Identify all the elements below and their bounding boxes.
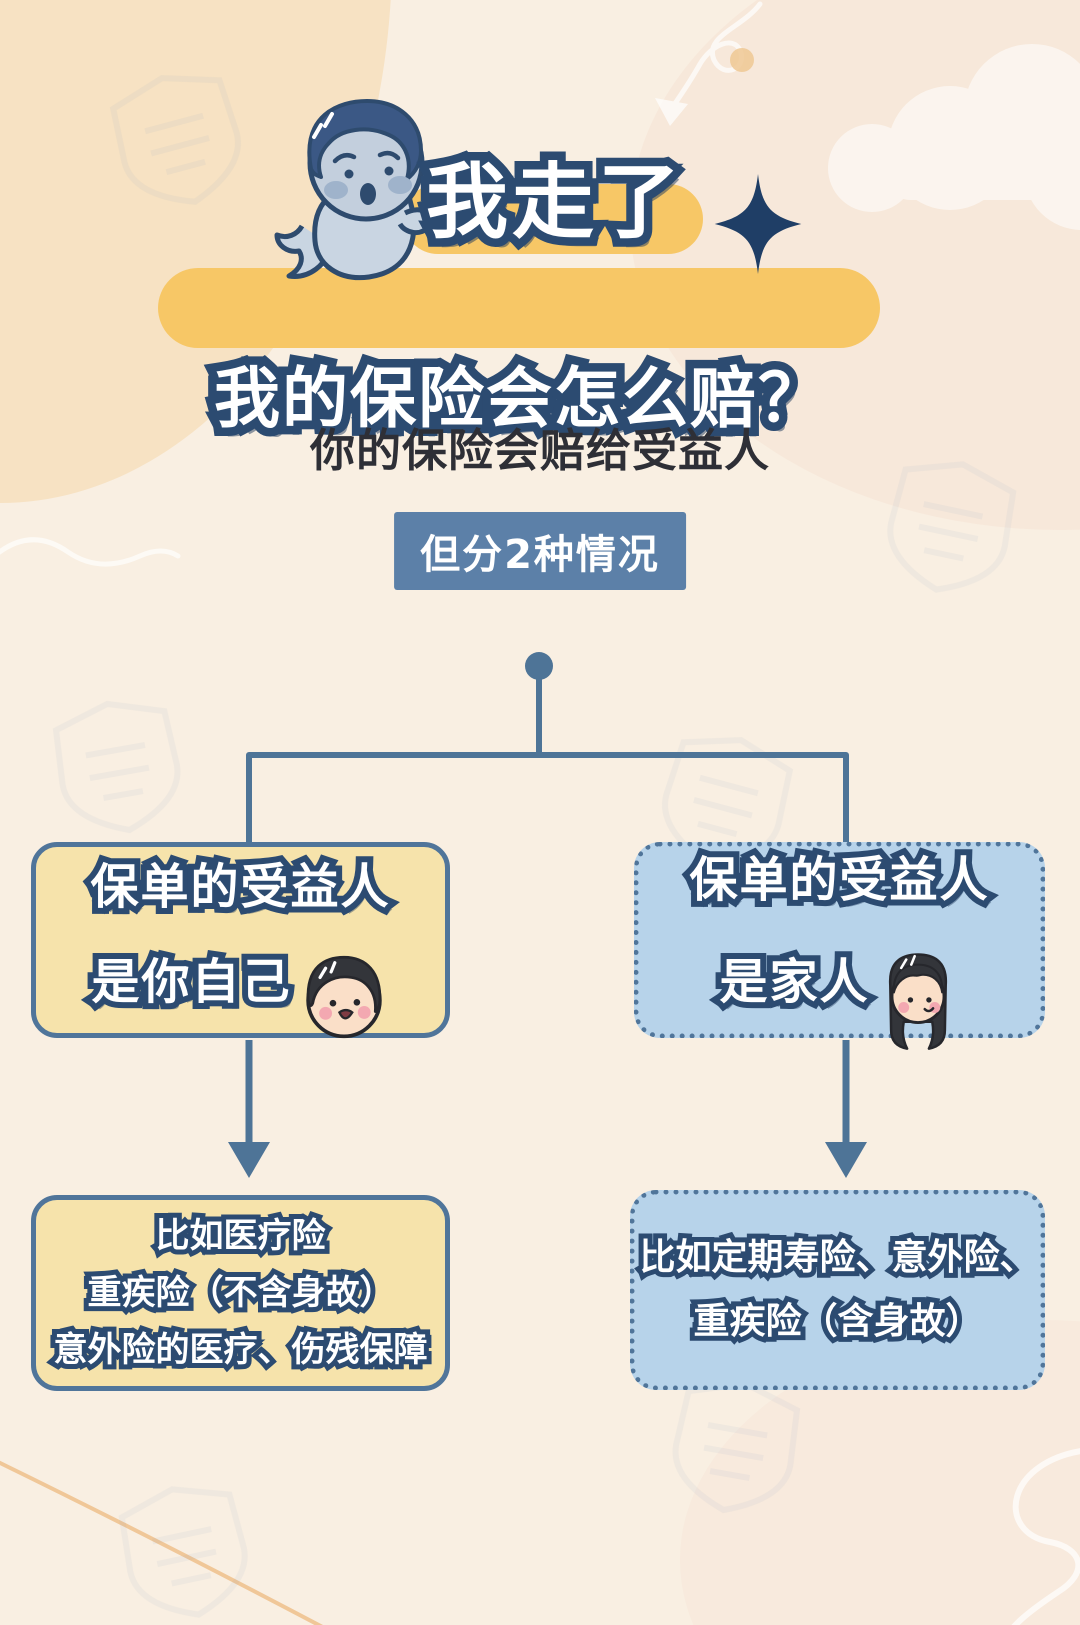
cloud-icon (828, 44, 1080, 230)
condition-self-line1: 保单的受益人 (90, 852, 390, 922)
result-self-line2: 重疾险（不含身故） (88, 1265, 394, 1322)
condition-box-family: 保单的受益人 是家人 (634, 842, 1045, 1050)
result-self-line1: 比如医疗险 (156, 1208, 326, 1265)
wavy-line-bottom-right (1011, 1448, 1080, 1625)
cloud-line-left (0, 537, 181, 567)
branch-line (246, 752, 849, 842)
situation-badge: 但分2种情况 (394, 512, 686, 590)
girl-face-icon (888, 953, 947, 1050)
orange-dot (730, 48, 754, 72)
result-family-line1: 比如定期寿险、意外险、 (639, 1226, 1035, 1290)
result-family-line2: 重疾险（含身故） (693, 1290, 981, 1354)
orange-diagonal-line (0, 1460, 324, 1625)
shield-watermarks (52, 75, 1017, 1618)
result-box-family: 比如定期寿险、意外险、 重疾险（含身故） (630, 1190, 1045, 1390)
result-self-line3: 意外险的医疗、伤残保障 (54, 1322, 428, 1379)
condition-family-line1: 保单的受益人 (689, 845, 989, 915)
corner-peach-blob (0, 0, 391, 503)
result-box-self: 比如医疗险 重疾险（不含身故） 意外险的医疗、伤残保障 (31, 1195, 450, 1391)
title-highlight-bar-2 (158, 268, 880, 348)
subtitle: 你的保险会赔给受益人 (309, 424, 770, 477)
condition-family-line2: 是家人 (719, 947, 869, 1017)
condition-box-self: 保单的受益人 是你自己 (31, 842, 450, 1039)
right-arrowhead-icon (825, 1142, 867, 1178)
title-line-2: 我的保险会怎么赔？ (130, 344, 910, 454)
boy-face-icon (305, 955, 382, 1039)
root-node-dot (525, 652, 553, 680)
title-line-1: 我走了 (395, 150, 715, 256)
condition-self-line2: 是你自己 (91, 947, 291, 1017)
sparkle-icon (714, 174, 802, 274)
left-arrowhead-icon (228, 1142, 270, 1178)
ghost-character-icon (274, 99, 433, 281)
